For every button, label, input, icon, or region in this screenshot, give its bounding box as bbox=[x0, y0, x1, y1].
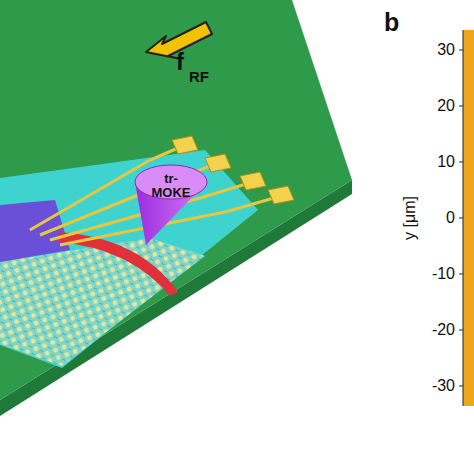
substrate bbox=[0, 0, 352, 400]
map-panel bbox=[463, 30, 474, 406]
signal-subscript: RF bbox=[189, 69, 209, 84]
tick-label: 20 bbox=[437, 98, 455, 114]
panel-letter: b bbox=[384, 10, 399, 35]
tick-label: -10 bbox=[432, 266, 455, 282]
spin-wave-pattern bbox=[0, 238, 205, 366]
tick-label: -20 bbox=[432, 322, 455, 338]
film-layer bbox=[0, 150, 258, 368]
probe-cone: tr-MOKE bbox=[132, 163, 210, 247]
tick-label: 30 bbox=[437, 42, 455, 58]
axis-ticks bbox=[459, 30, 463, 406]
tick-label: 10 bbox=[437, 154, 455, 170]
tick-label: -30 bbox=[432, 378, 455, 394]
axis-title: y [μm] bbox=[402, 196, 418, 240]
signal-name: f bbox=[176, 50, 184, 74]
tick-label: 0 bbox=[446, 210, 455, 226]
probe-label: tr-MOKE bbox=[146, 172, 196, 201]
beam-region bbox=[0, 200, 70, 262]
contact-wires bbox=[30, 148, 274, 245]
